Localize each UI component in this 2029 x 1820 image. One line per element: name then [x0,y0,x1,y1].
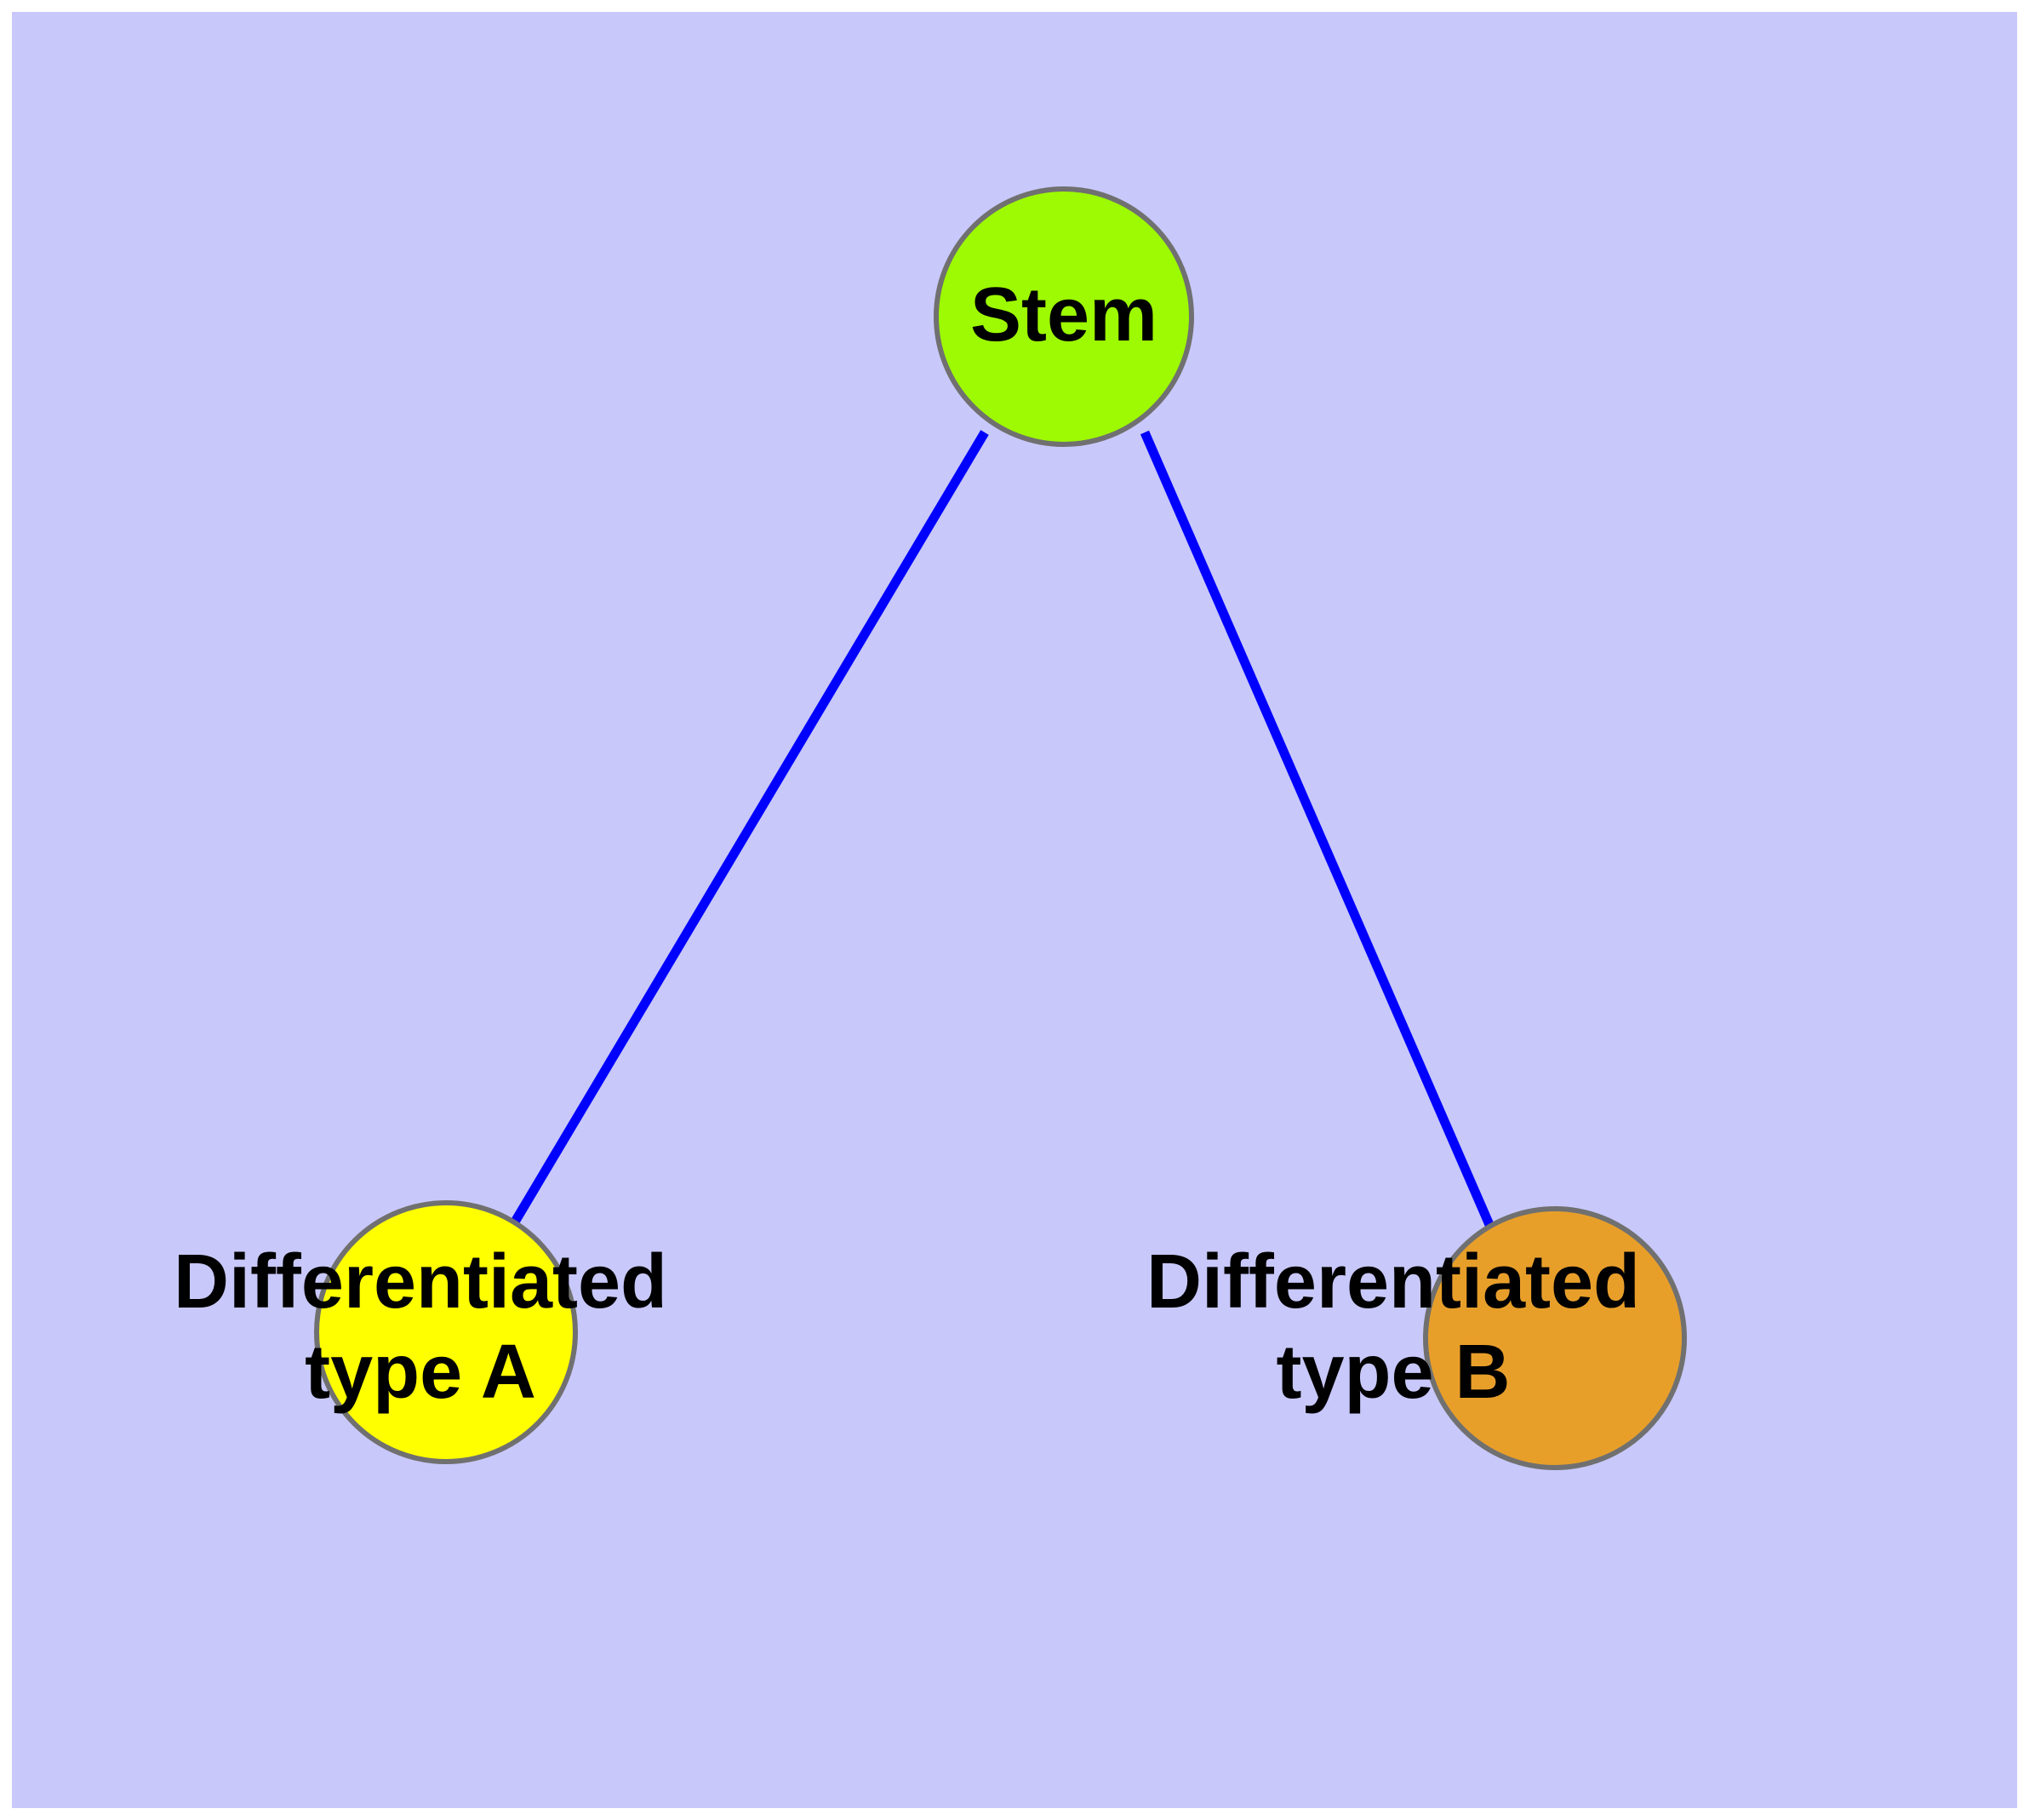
graph-edge-stem-to-diff-b[interactable] [1140,430,1495,1229]
node-circle-diff_b[interactable] [1423,1206,1687,1470]
graph-node-stem[interactable]: Stem [934,186,1194,447]
node-circle-diff_a[interactable] [314,1200,578,1464]
graph-edge-stem-to-diff-a[interactable] [510,430,989,1226]
node-circle-stem[interactable] [934,186,1194,447]
edges-group [510,430,1495,1229]
node-label-stem: Stem [970,272,1157,358]
